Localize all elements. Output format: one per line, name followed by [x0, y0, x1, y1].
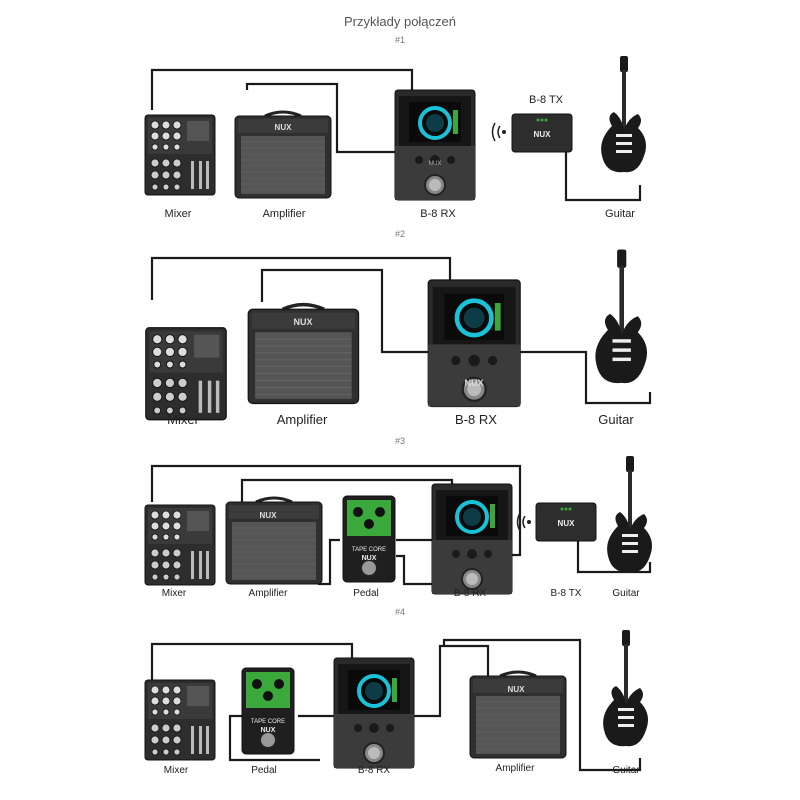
amp-brand-4: NUX — [508, 685, 526, 694]
label-amplifier-4: Amplifier — [495, 763, 535, 774]
label-pedal-4: Pedal — [251, 765, 277, 776]
label-guitar-3: Guitar — [612, 588, 640, 599]
label-amplifier-3: Amplifier — [248, 588, 288, 599]
label-rx-3: B-8 RX — [453, 588, 487, 599]
label-tx-1: B-8 TX — [528, 94, 564, 106]
b8-rx-device-1 — [393, 88, 477, 202]
rx-brand-1: NUX — [429, 161, 442, 167]
diagram-3: NUX TAPE CORE NUX NUX — [144, 456, 652, 596]
label-amplifier-1: Amplifier — [262, 208, 306, 220]
label-mixer-2: Mixer — [167, 412, 199, 427]
wireless-icon-1 — [491, 122, 507, 142]
label-pedal-3: Pedal — [353, 588, 379, 599]
guitar-device-4 — [603, 630, 648, 747]
pedal-name-4: TAPE CORE — [251, 719, 285, 725]
mixer-device-3 — [144, 504, 216, 586]
diagram-1: NUX NUX NUX — [144, 56, 646, 202]
label-rx-1: B-8 RX — [420, 208, 456, 220]
label-guitar-2: Guitar — [598, 412, 634, 427]
pedal-brand-3: NUX — [362, 555, 377, 562]
b8-rx-device-4 — [332, 656, 416, 770]
guitar-device-3 — [607, 456, 652, 573]
rx-brand-2: NUX — [464, 378, 483, 388]
label-guitar-1: Guitar — [605, 208, 635, 220]
guitar-device-2 — [595, 249, 647, 384]
label-guitar-4: Guitar — [612, 765, 640, 776]
tx-brand-3: NUX — [558, 519, 576, 528]
pedal-name-3: TAPE CORE — [352, 547, 386, 553]
pedal-brand-4: NUX — [261, 727, 276, 734]
pedal-device-4 — [241, 667, 295, 755]
guitar-device-1 — [601, 56, 646, 173]
diagram-number-1: #1 — [394, 35, 405, 45]
label-tx-3: B-8 TX — [550, 588, 582, 599]
label-mixer-3: Mixer — [161, 588, 187, 599]
amp-brand-2: NUX — [293, 317, 312, 327]
label-rx-4: B-8 RX — [357, 765, 391, 776]
mixer-device-2 — [145, 327, 227, 421]
pedal-device-3 — [342, 495, 396, 583]
mixer-device-4 — [144, 679, 216, 761]
amp-brand-1: NUX — [275, 123, 293, 132]
b8-rx-device-3 — [430, 482, 514, 596]
amp-brand-3: NUX — [260, 511, 278, 520]
diagram-number-2: #2 — [394, 229, 405, 239]
label-mixer-1: Mixer — [164, 208, 192, 220]
tx-brand-1: NUX — [534, 130, 552, 139]
label-amplifier-2: Amplifier — [276, 412, 328, 427]
diagram-number-4: #4 — [394, 607, 405, 617]
diagram-2: NUX NUX — [145, 249, 652, 421]
page-title: Przykłady połączeń — [344, 14, 456, 29]
diagram-number-3: #3 — [394, 436, 405, 446]
label-mixer-4: Mixer — [163, 765, 189, 776]
diagram-4: TAPE CORE NUX NUX — [144, 630, 648, 772]
label-rx-2: B-8 RX — [455, 412, 497, 427]
mixer-device-1 — [144, 114, 216, 196]
